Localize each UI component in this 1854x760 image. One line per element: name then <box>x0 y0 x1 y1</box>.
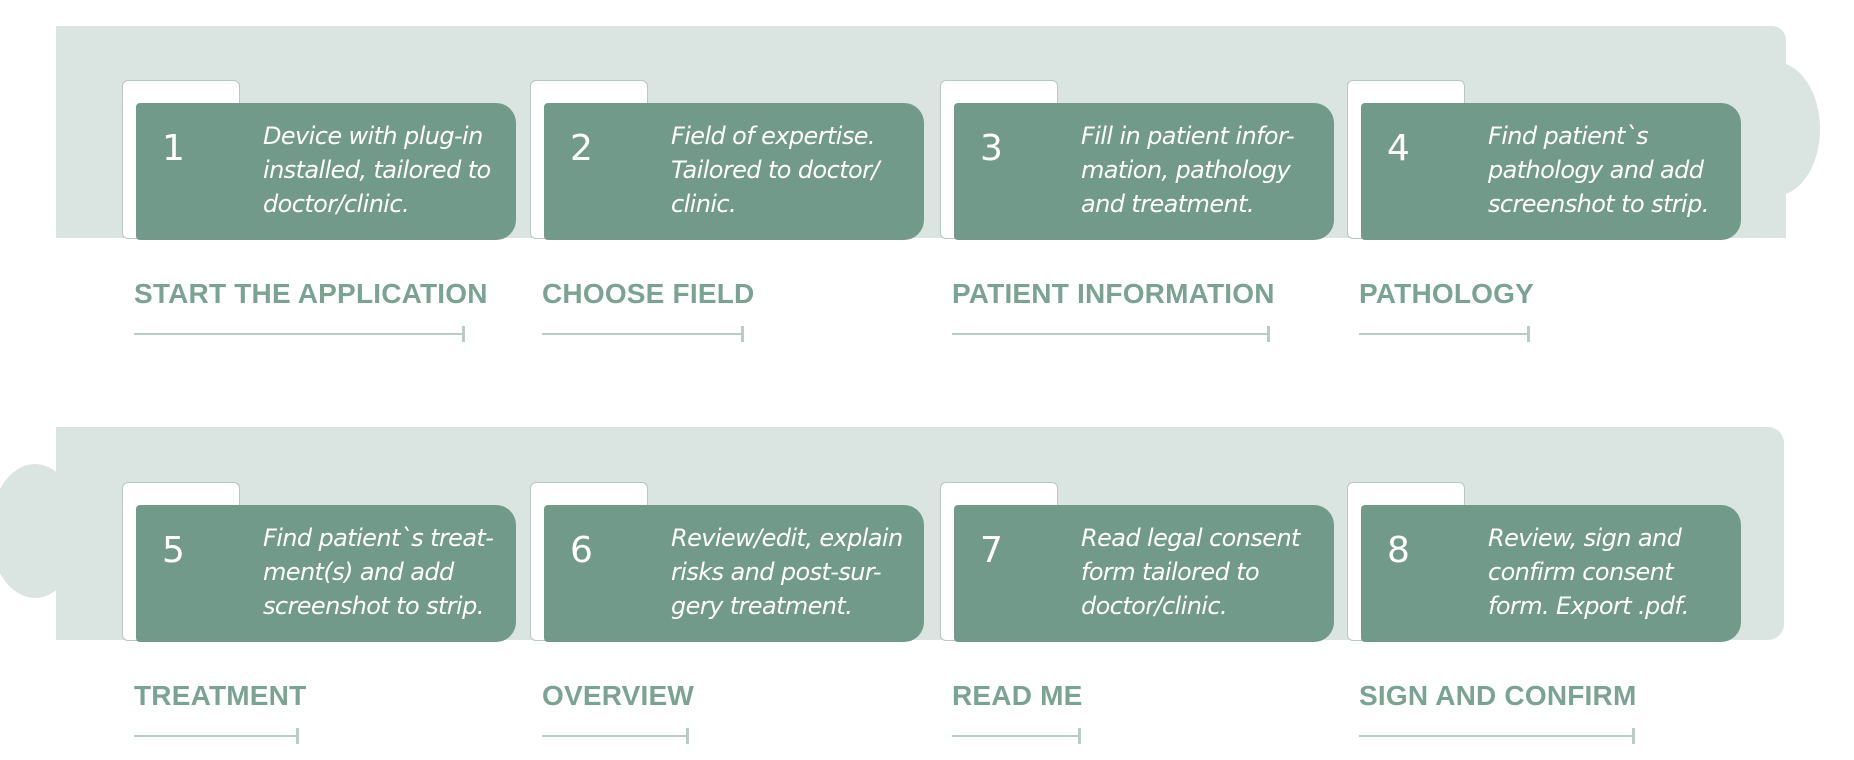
step-4-card: 4 Find patient`s pathology and add scree… <box>1347 80 1742 241</box>
step-3-card: 3 Fill in patient infor- mation, patholo… <box>940 80 1335 241</box>
step-6-card: 6 Review/edit, explain risks and post-su… <box>530 482 925 643</box>
step-1-label: START THE APPLICATION <box>134 278 488 309</box>
step-5-card: 5 Find patient`s treat- ment(s) and add … <box>122 482 517 643</box>
step-2-number: 2 <box>570 128 593 169</box>
step-7-card: 7 Read legal consent form tailored to do… <box>940 482 1335 643</box>
step-4-description: Find patient`s pathology and add screens… <box>1488 122 1709 218</box>
step-7-number: 7 <box>980 530 1003 571</box>
step-6-panel: 6 Review/edit, explain risks and post-su… <box>544 505 924 642</box>
step-2-label: CHOOSE FIELD <box>542 278 755 309</box>
step-6-underline <box>542 728 689 744</box>
step-3-label: PATIENT INFORMATION <box>952 278 1275 309</box>
step-6-label: OVERVIEW <box>542 680 695 711</box>
step-2-card: 2 Field of expertise. Tailored to doctor… <box>530 80 925 241</box>
step-1-card: 1 Device with plug-in installed, tailore… <box>122 80 517 241</box>
step-2-panel: 2 Field of expertise. Tailored to doctor… <box>544 103 924 240</box>
step-3-number: 3 <box>980 128 1003 169</box>
step-3-panel: 3 Fill in patient infor- mation, patholo… <box>954 103 1334 240</box>
step-3-description: Fill in patient infor- mation, pathology… <box>1081 122 1295 218</box>
row-connector-left <box>0 464 80 598</box>
step-8-label: SIGN AND CONFIRM <box>1359 680 1637 711</box>
step-1-underline <box>134 326 465 342</box>
step-4-panel: 4 Find patient`s pathology and add scree… <box>1361 103 1741 240</box>
step-5-number: 5 <box>162 530 185 571</box>
step-7-underline <box>952 728 1081 744</box>
step-4-underline <box>1359 326 1530 342</box>
step-2-description: Field of expertise. Tailored to doctor/ … <box>671 122 879 218</box>
step-2-underline <box>542 326 744 342</box>
step-7-label: READ ME <box>952 680 1083 711</box>
step-3-underline <box>952 326 1270 342</box>
step-8-number: 8 <box>1387 530 1410 571</box>
step-5-label: TREATMENT <box>134 680 307 711</box>
step-6-description: Review/edit, explain risks and post-sur-… <box>671 524 903 620</box>
step-8-panel: 8 Review, sign and confirm consent form.… <box>1361 505 1741 642</box>
step-5-panel: 5 Find patient`s treat- ment(s) and add … <box>136 505 516 642</box>
row-connector-right <box>1730 62 1820 196</box>
step-7-panel: 7 Read legal consent form tailored to do… <box>954 505 1334 642</box>
step-7-description: Read legal consent form tailored to doct… <box>1081 524 1300 620</box>
step-5-underline <box>134 728 299 744</box>
step-8-underline <box>1359 728 1635 744</box>
step-8-card: 8 Review, sign and confirm consent form.… <box>1347 482 1742 643</box>
step-4-label: PATHOLOGY <box>1359 278 1534 309</box>
step-6-number: 6 <box>570 530 593 571</box>
step-1-description: Device with plug-in installed, tailored … <box>263 122 491 218</box>
step-4-number: 4 <box>1387 128 1410 169</box>
step-1-panel: 1 Device with plug-in installed, tailore… <box>136 103 516 240</box>
step-1-number: 1 <box>162 128 185 169</box>
step-5-description: Find patient`s treat- ment(s) and add sc… <box>263 524 494 620</box>
step-8-description: Review, sign and confirm consent form. E… <box>1488 524 1689 620</box>
